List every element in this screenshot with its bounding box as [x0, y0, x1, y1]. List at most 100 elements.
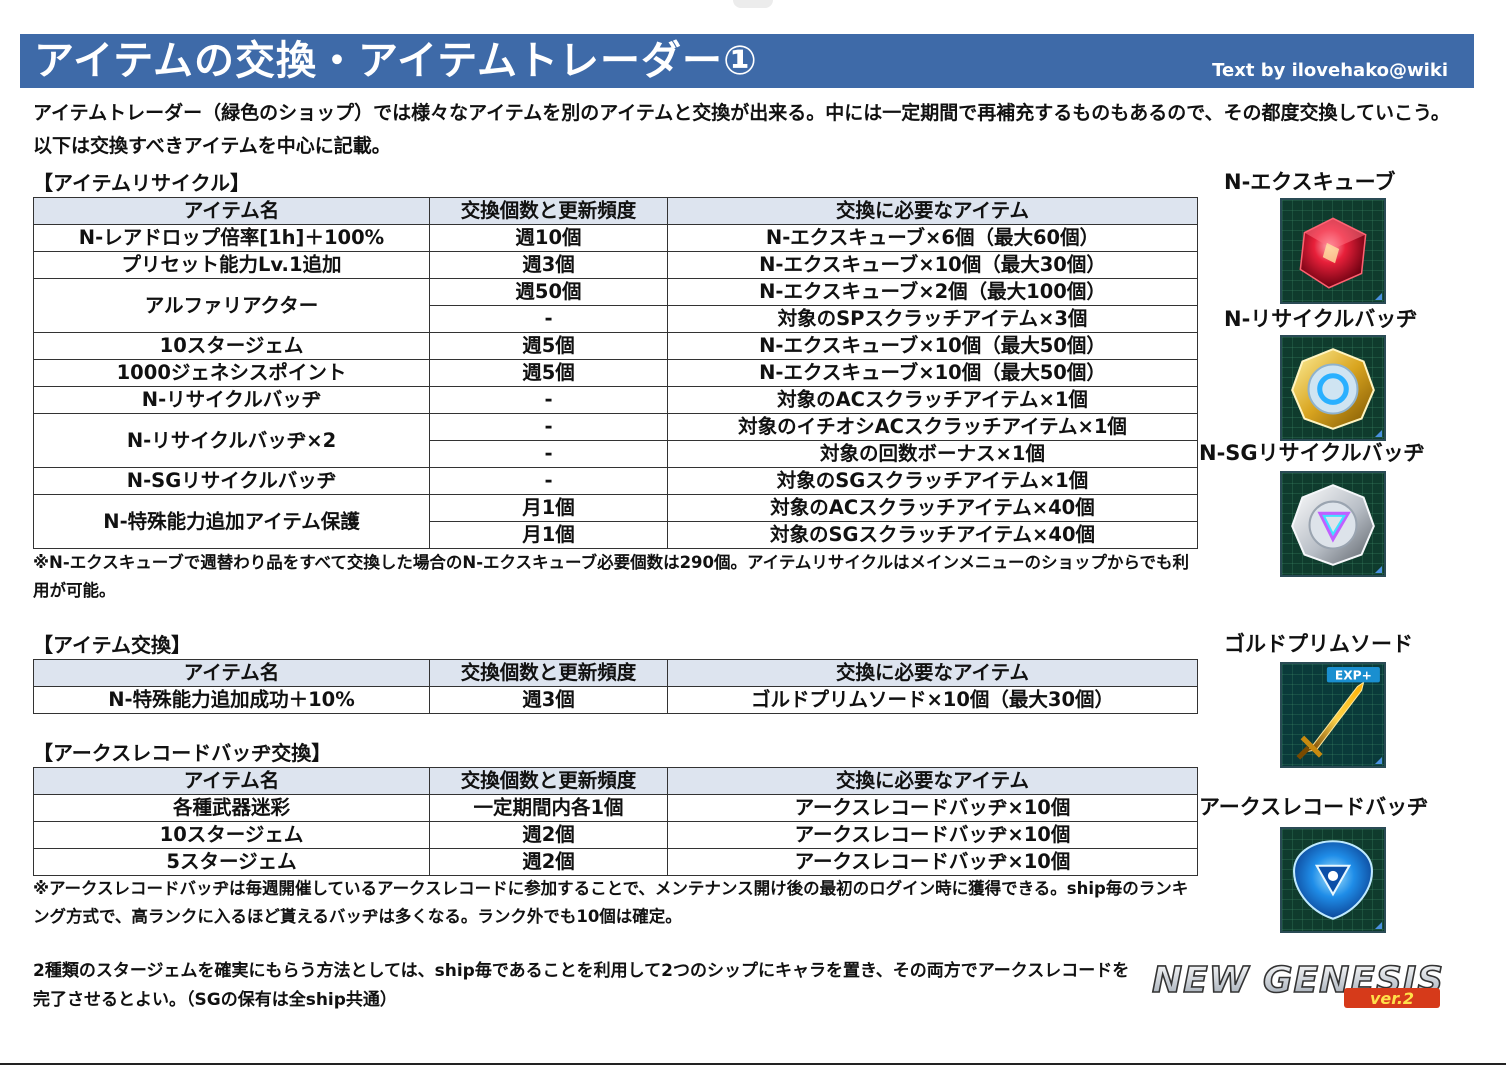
item-name-cell: N-SGリサイクルバッヂ: [33, 467, 430, 495]
item-name-cell: 10スタージェム: [33, 821, 430, 849]
frequency-cell: -: [429, 413, 668, 441]
cost-cell: N-エクスキューブ×10個（最大50個）: [667, 332, 1198, 360]
silver-badge-icon: [1280, 471, 1386, 577]
frequency-cell: 週3個: [429, 686, 668, 714]
table-row: N-レアドロップ倍率[1h]＋100% 週10個 N-エクスキューブ×6個（最大…: [33, 224, 1198, 252]
table-row: 各種武器迷彩 一定期間内各1個 アークスレコードバッヂ×10個: [33, 794, 1198, 822]
table-header-row: アイテム名 交換個数と更新頻度 交換に必要なアイテム: [33, 197, 1198, 225]
item-name-cell: 1000ジェネシスポイント: [33, 359, 430, 387]
item-name-cell: 各種武器迷彩: [33, 794, 430, 822]
cost-cell: 対象のACスクラッチアイテム×40個: [667, 494, 1198, 522]
item-name-cell: N-レアドロップ倍率[1h]＋100%: [33, 224, 430, 252]
cost-cell: 対象のイチオシACスクラッチアイテム×1個: [667, 413, 1198, 441]
column-header: 交換個数と更新頻度: [429, 659, 668, 687]
item-name-cell: プリセット能力Lv.1追加: [33, 251, 430, 279]
frequency-cell: 週3個: [429, 251, 668, 279]
frequency-cell: -: [429, 305, 668, 333]
table-row: - 対象の回数ボーナス×1個: [34, 440, 1198, 468]
golden-sword-icon: EXP+: [1280, 662, 1386, 768]
frequency-cell: 週5個: [429, 332, 668, 360]
frequency-cell: 一定期間内各1個: [429, 794, 668, 822]
cost-cell: 対象のSGスクラッチアイテム×40個: [667, 521, 1198, 549]
cost-cell: N-エクスキューブ×10個（最大30個）: [667, 251, 1198, 279]
header-credit: Text by ilovehako@wiki: [1212, 60, 1448, 81]
frequency-cell: 週2個: [429, 848, 668, 876]
frequency-cell: 週50個: [429, 278, 668, 306]
table-row: アルファリアクター 週50個 N-エクスキューブ×2個（最大100個）: [33, 278, 1198, 333]
cost-cell: N-エクスキューブ×10個（最大50個）: [667, 359, 1198, 387]
table-row: 月1個 対象のSGスクラッチアイテム×40個: [34, 521, 1198, 549]
red-cube-icon: [1280, 198, 1386, 304]
table-row: 1000ジェネシスポイント 週5個 N-エクスキューブ×10個（最大50個）: [33, 359, 1198, 387]
column-header: アイテム名: [33, 767, 430, 795]
arks-record-table: アイテム名 交換個数と更新頻度 交換に必要なアイテム 各種武器迷彩 一定期間内各…: [33, 767, 1198, 876]
new-genesis-logo: NEW GENESIS ver.2: [1151, 959, 1444, 1008]
table-row: N-リサイクルバッヂ×2 - 対象のイチオシACスクラッチアイテム×1個: [33, 413, 1198, 468]
table-row: 10スタージェム 週2個 アークスレコードバッヂ×10個: [33, 821, 1198, 849]
table-header-row: アイテム名 交換個数と更新頻度 交換に必要なアイテム: [33, 659, 1198, 687]
frequency-cell: 月1個: [429, 521, 668, 549]
bottom-note: 2種類のスタージェムを確実にもらう方法としては、ship毎であることを利用して2…: [33, 961, 1130, 1010]
side-label-n-sg-recycle-badge: N-SGリサイクルバッヂ: [1199, 441, 1425, 465]
column-header: 交換に必要なアイテム: [667, 197, 1198, 225]
section-title-exchange: 【アイテム交換】: [33, 633, 191, 657]
column-header: 交換個数と更新頻度: [429, 197, 668, 225]
exchange-table: アイテム名 交換個数と更新頻度 交換に必要なアイテム N-特殊能力追加成功＋10…: [33, 659, 1198, 714]
table-row: プリセット能力Lv.1追加 週3個 N-エクスキューブ×10個（最大30個）: [33, 251, 1198, 279]
section-title-recycle: 【アイテムリサイクル】: [33, 171, 250, 195]
page-header: アイテムの交換・アイテムトレーダー① Text by ilovehako@wik…: [20, 34, 1474, 88]
table-row: N-特殊能力追加アイテム保護 月1個 対象のACスクラッチアイテム×40個: [33, 494, 1198, 549]
cost-cell: 対象のSPスクラッチアイテム×3個: [667, 305, 1198, 333]
item-name-cell: 5スタージェム: [33, 848, 430, 876]
arks-record-note: ※アークスレコードバッヂは毎週開催しているアークスレコードに参加することで、メン…: [33, 879, 1189, 926]
logo-version-text: ver.2: [1370, 989, 1414, 1008]
exp-plus-badge: EXP+: [1335, 668, 1372, 682]
blue-badge-icon: [1280, 827, 1386, 933]
column-header: 交換に必要なアイテム: [667, 767, 1198, 795]
cost-cell: 対象のACスクラッチアイテム×1個: [667, 386, 1198, 414]
page-title: アイテムの交換・アイテムトレーダー①: [34, 38, 758, 84]
table-row: N-特殊能力追加成功＋10% 週3個 ゴルドプリムソード×10個（最大30個）: [33, 686, 1198, 714]
frequency-cell: 週5個: [429, 359, 668, 387]
item-name-cell: アルファリアクター: [33, 278, 430, 333]
cost-cell: アークスレコードバッヂ×10個: [667, 848, 1198, 876]
side-label-n-recycle-badge: N-リサイクルバッヂ: [1224, 307, 1418, 331]
table-row: N-リサイクルバッヂ - 対象のACスクラッチアイテム×1個: [33, 386, 1198, 414]
item-name-cell: N-特殊能力追加成功＋10%: [33, 686, 430, 714]
section-title-arks-record: 【アークスレコードバッヂ交換】: [33, 741, 332, 765]
cost-cell: アークスレコードバッヂ×10個: [667, 821, 1198, 849]
cost-cell: アークスレコードバッヂ×10個: [667, 794, 1198, 822]
cost-cell: N-エクスキューブ×6個（最大60個）: [667, 224, 1198, 252]
recycle-table: アイテム名 交換個数と更新頻度 交換に必要なアイテム N-レアドロップ倍率[1h…: [33, 197, 1198, 549]
frequency-cell: 月1個: [429, 494, 668, 522]
column-header: 交換に必要なアイテム: [667, 659, 1198, 687]
frequency-cell: 週10個: [429, 224, 668, 252]
column-header: 交換個数と更新頻度: [429, 767, 668, 795]
intro-text: アイテムトレーダー（緑色のショップ）では様々なアイテムを別のアイテムと交換が出来…: [33, 102, 1450, 157]
cost-cell: ゴルドプリムソード×10個（最大30個）: [667, 686, 1198, 714]
frequency-cell: -: [429, 386, 668, 414]
item-name-cell: N-特殊能力追加アイテム保護: [33, 494, 430, 549]
column-header: アイテム名: [33, 197, 430, 225]
cost-cell: 対象のSGスクラッチアイテム×1個: [667, 467, 1198, 495]
column-header: アイテム名: [33, 659, 430, 687]
table-row: N-SGリサイクルバッヂ - 対象のSGスクラッチアイテム×1個: [33, 467, 1198, 495]
item-name-cell: N-リサイクルバッヂ×2: [33, 413, 430, 468]
recycle-note: ※N-エクスキューブで週替わり品をすべて交換した場合のN-エクスキューブ必要個数…: [33, 553, 1190, 600]
top-tab: [733, 0, 773, 8]
frequency-cell: -: [429, 467, 668, 495]
table-header-row: アイテム名 交換個数と更新頻度 交換に必要なアイテム: [33, 767, 1198, 795]
side-label-gold-prim-sword: ゴルドプリムソード: [1224, 632, 1413, 656]
table-row: 5スタージェム 週2個 アークスレコードバッヂ×10個: [33, 848, 1198, 876]
frequency-cell: -: [429, 440, 668, 468]
item-name-cell: 10スタージェム: [33, 332, 430, 360]
table-row: 10スタージェム 週5個 N-エクスキューブ×10個（最大50個）: [33, 332, 1198, 360]
item-name-cell: N-リサイクルバッヂ: [33, 386, 430, 414]
gold-badge-icon: [1280, 335, 1386, 441]
bottom-divider: [0, 1063, 1506, 1065]
side-label-arks-record-badge: アークスレコードバッヂ: [1199, 795, 1429, 819]
cost-cell: 対象の回数ボーナス×1個: [667, 440, 1198, 468]
side-label-n-excube: N-エクスキューブ: [1224, 170, 1396, 194]
cost-cell: N-エクスキューブ×2個（最大100個）: [667, 278, 1198, 306]
frequency-cell: 週2個: [429, 821, 668, 849]
